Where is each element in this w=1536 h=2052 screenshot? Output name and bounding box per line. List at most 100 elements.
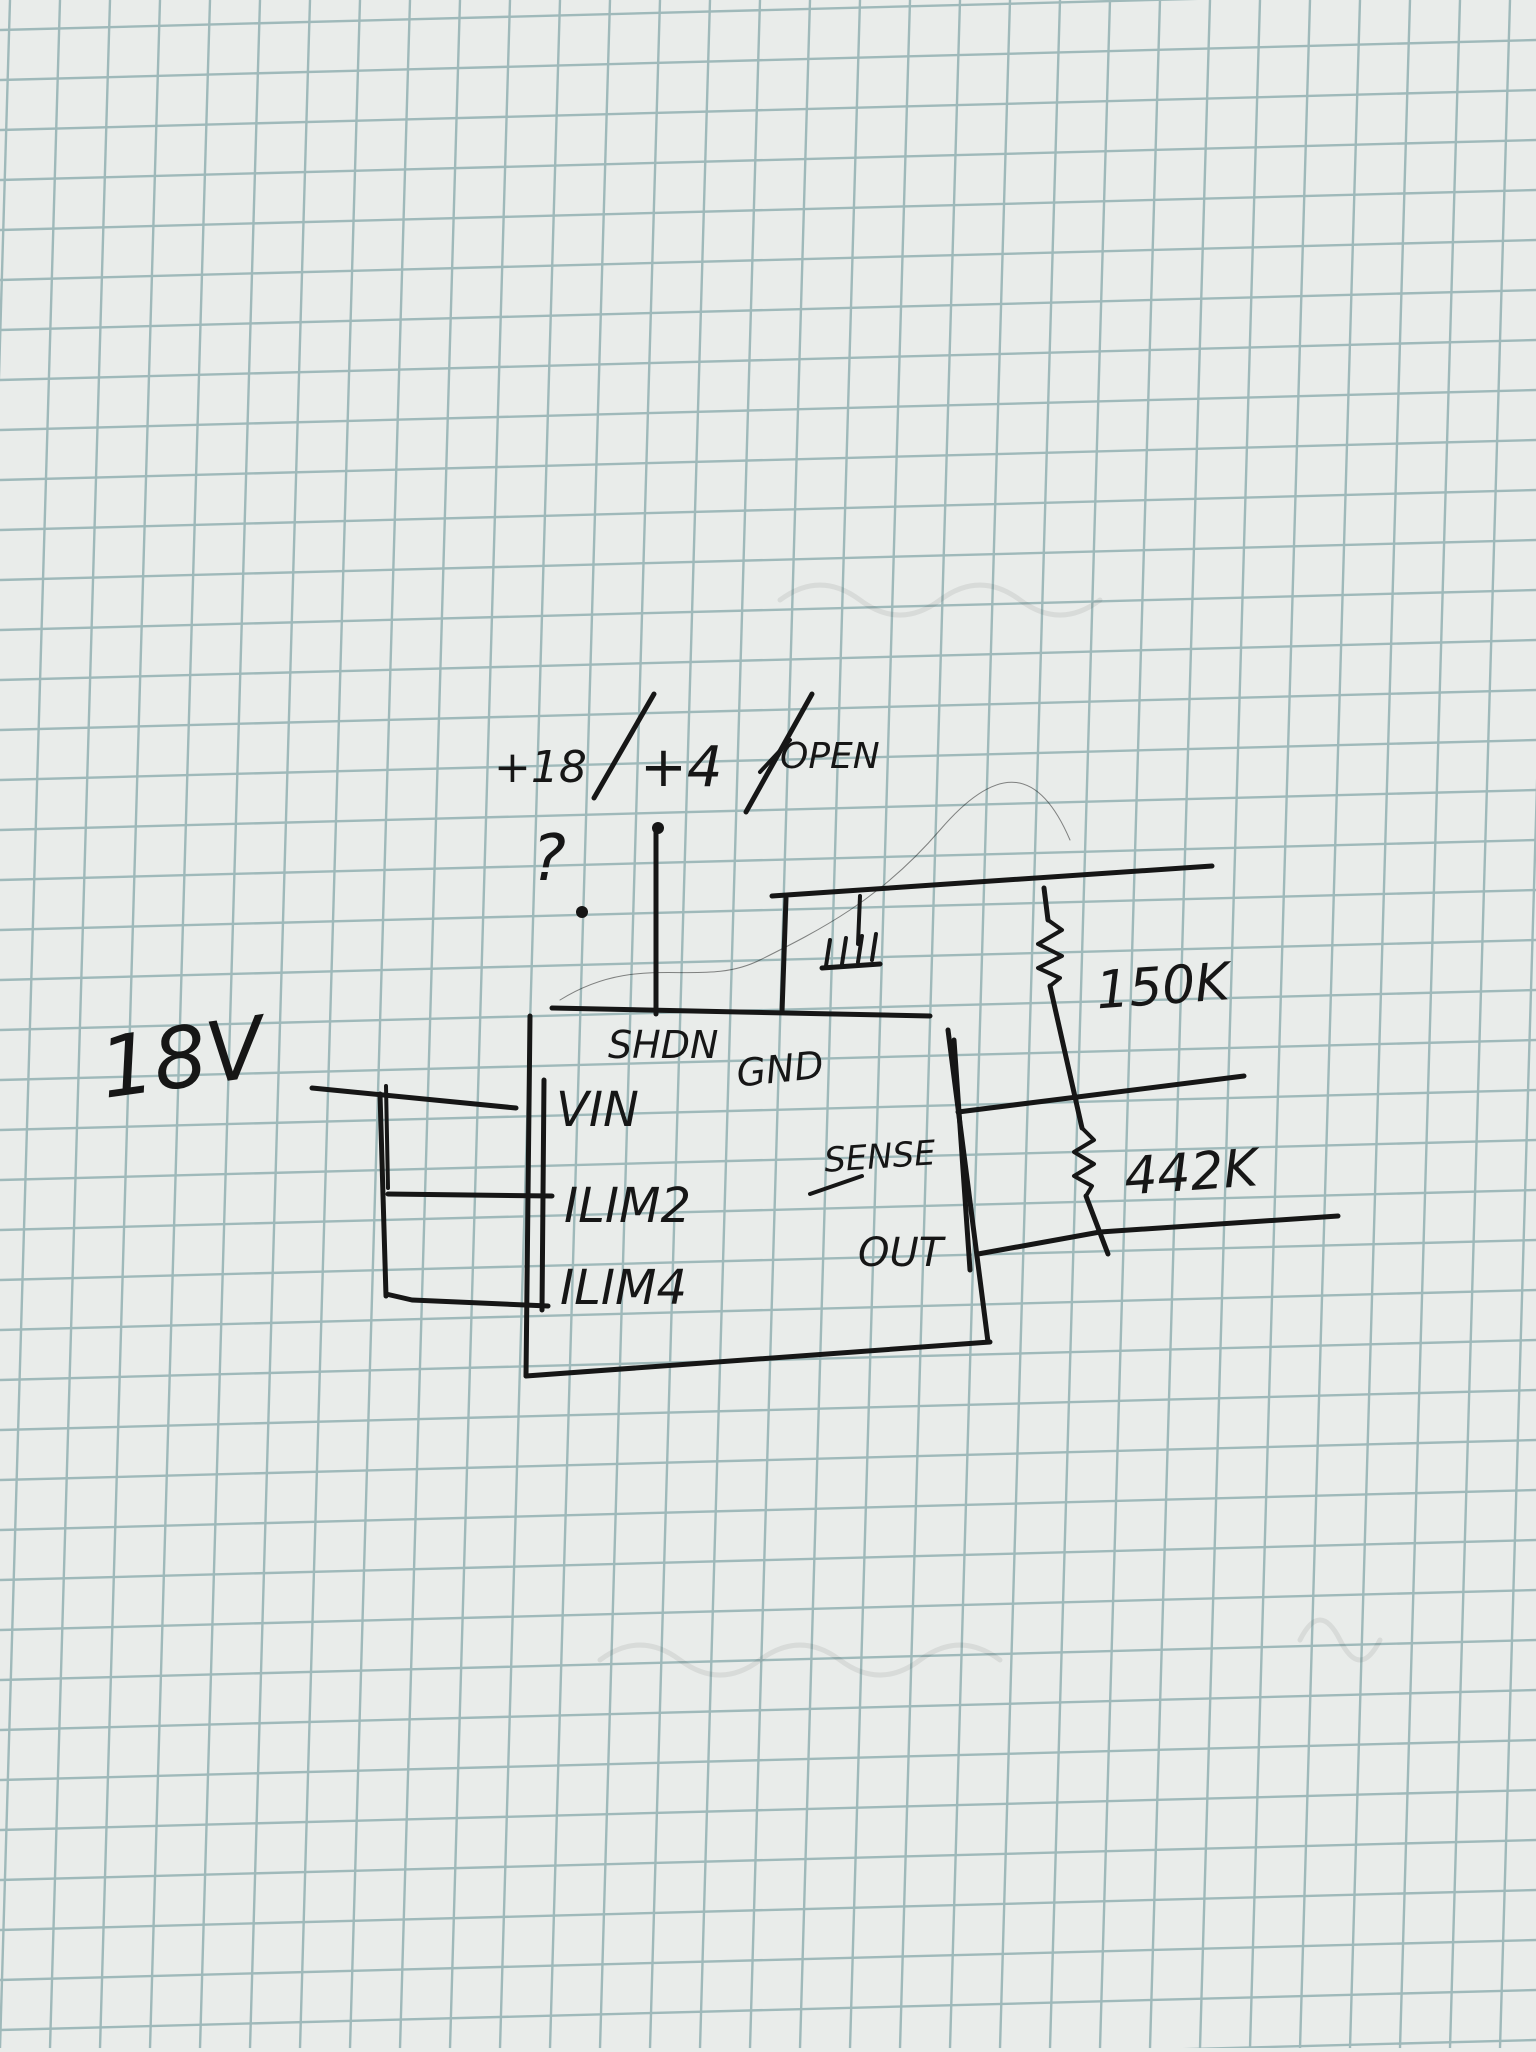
pin-label-sense: SENSE — [823, 1133, 938, 1181]
grid-line-horizontal — [0, 188, 1536, 232]
grid-line-horizontal — [0, 988, 1536, 1032]
grid-line-horizontal — [0, 1188, 1536, 1232]
grid-line-horizontal — [0, 288, 1536, 332]
chip-body-bottom — [523, 1339, 993, 1379]
grid-line-vertical — [1248, 0, 1312, 2049]
grid-line-vertical — [1298, 0, 1362, 2049]
chip-top-line — [549, 1005, 933, 1019]
pin-label-ilim2: ILIM2 — [564, 1178, 691, 1234]
grid-line-horizontal — [0, 1538, 1536, 1582]
resistor-442k-label: 442K — [1122, 1138, 1263, 1207]
out-wire — [975, 1213, 1341, 1257]
stray-thread-line — [559, 781, 1071, 1001]
grid-line-horizontal — [0, 738, 1536, 782]
show-through-marks — [597, 582, 1383, 1678]
ilim4-wire — [383, 1291, 551, 1309]
pin-label-ilim4: ILIM4 — [560, 1260, 687, 1316]
grid-line-horizontal — [0, 1288, 1536, 1332]
divider-top-wire — [1041, 885, 1051, 923]
grid-line-vertical — [348, 0, 412, 2049]
top-label-plus18: +18 — [494, 742, 587, 793]
grid-line-horizontal — [0, 1438, 1536, 1482]
grid-line-horizontal — [0, 1888, 1536, 1932]
top-label-plus4: +4 — [640, 735, 723, 800]
gnd-wire — [779, 895, 789, 1015]
grid-line-vertical — [448, 0, 512, 2049]
top-label-open: OPEN — [780, 736, 880, 777]
grid-line-horizontal — [0, 1138, 1536, 1182]
grid-line-horizontal — [0, 1588, 1536, 1632]
top-rail-wire — [769, 863, 1215, 899]
grid-line-vertical — [298, 0, 362, 2049]
grid-line-vertical — [0, 0, 62, 2049]
grid-line-horizontal — [0, 1488, 1536, 1532]
grid-line-horizontal — [0, 1388, 1536, 1432]
grid-line-horizontal — [0, 588, 1536, 632]
grid-line-vertical — [648, 0, 712, 2049]
grid-line-horizontal — [1029, 2038, 1536, 2052]
pin-label-gnd: GND — [734, 1043, 825, 1096]
grid-line-horizontal — [0, 1688, 1536, 1732]
grid-line-horizontal — [0, 1088, 1536, 1132]
sense-underline — [808, 1174, 864, 1196]
grid-line-horizontal — [0, 238, 1536, 282]
grid-line-horizontal — [0, 1638, 1536, 1682]
ilim2-wire — [385, 1191, 555, 1199]
grid-line-horizontal — [0, 1038, 1536, 1082]
grid-line-horizontal — [0, 888, 1536, 932]
sense-wire — [955, 1073, 1247, 1115]
grid-line-horizontal — [0, 488, 1536, 532]
strike-mark-3 — [758, 738, 792, 774]
grid-line-vertical — [248, 0, 312, 2049]
grid-line-horizontal — [0, 438, 1536, 482]
grid-line-vertical — [998, 0, 1062, 2049]
grid-line-vertical — [48, 0, 112, 2049]
grid-line-horizontal — [0, 1788, 1536, 1832]
pin-label-vin: VIN — [556, 1082, 639, 1138]
resistor-442k-icon — [1072, 1126, 1096, 1198]
ground-icon — [819, 894, 883, 971]
pin-label-out: OUT — [858, 1230, 947, 1276]
grid-line-horizontal — [0, 388, 1536, 432]
grid-line-vertical — [398, 0, 462, 2049]
grid-line-horizontal — [0, 138, 1536, 182]
resistor-150k-icon — [1036, 918, 1064, 988]
question-mark-label: ? — [532, 822, 566, 896]
grid-line-horizontal — [0, 838, 1536, 882]
grid-line-horizontal — [0, 538, 1536, 582]
supply-voltage-label: 18V — [94, 997, 276, 1118]
grid-line-vertical — [948, 0, 1012, 2049]
grid-line-horizontal — [0, 938, 1536, 982]
grid-line-vertical — [1148, 0, 1212, 2049]
grid-line-horizontal — [0, 1938, 1536, 1982]
grid-line-horizontal — [0, 688, 1536, 732]
chip-body-right-inner — [951, 1037, 973, 1273]
divider-mid-wire — [1047, 983, 1085, 1131]
grid-line-vertical — [1048, 0, 1112, 2049]
strike-mark-1 — [591, 691, 657, 801]
grid-line-vertical — [598, 0, 662, 2049]
ilim-bus-wire-2 — [384, 1084, 390, 1190]
grid-line-horizontal — [0, 38, 1536, 82]
ilim-bus-wire — [377, 1091, 389, 1299]
grid-line-horizontal — [0, 88, 1536, 132]
grid-line-horizontal — [0, 1238, 1536, 1282]
divider-bottom-wire — [1083, 1193, 1111, 1257]
grid-line-vertical — [1498, 778, 1536, 2049]
grid-line-vertical — [548, 0, 612, 2049]
grid-line-vertical — [1098, 0, 1162, 2049]
selector-dot — [576, 906, 588, 918]
grid-line-vertical — [748, 0, 812, 2049]
grid-line-vertical — [98, 0, 162, 2049]
grid-line-horizontal — [0, 1838, 1536, 1882]
grid-line-horizontal — [0, 338, 1536, 382]
grid-line-horizontal — [0, 788, 1536, 832]
grid-line-vertical — [698, 0, 762, 2049]
grid-line-horizontal — [0, 1988, 1536, 2032]
grid-line-vertical — [1348, 0, 1412, 2049]
grid-line-horizontal — [0, 638, 1536, 682]
vin-input-wire — [309, 1085, 519, 1111]
